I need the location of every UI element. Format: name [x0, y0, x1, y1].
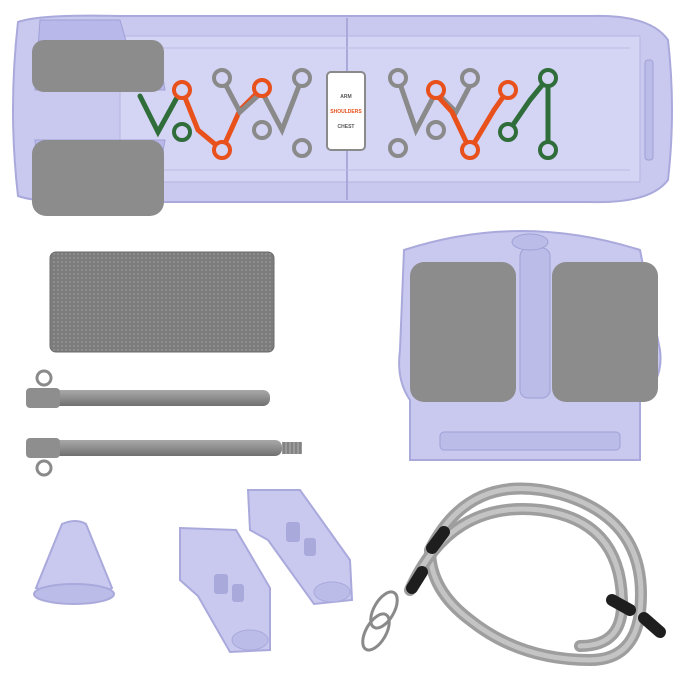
board-inner-panel	[119, 35, 641, 183]
resistance-bands	[404, 482, 666, 667]
push-up-board: ARM SHOULDERS CHEST	[12, 14, 673, 216]
label-arm: ARM	[340, 94, 351, 100]
grip-handle-right	[246, 489, 354, 606]
carabiner-clips	[361, 590, 399, 652]
board-peg-holes	[172, 68, 558, 160]
board-handle-bottom	[32, 139, 166, 216]
board-label-plate: ARM SHOULDERS CHEST	[326, 71, 366, 151]
grip-handle-left	[179, 526, 271, 654]
cone-base	[33, 520, 115, 605]
leg-support-board	[398, 230, 662, 461]
label-chest: CHEST	[338, 124, 355, 130]
non-slip-mat	[49, 251, 275, 353]
label-shoulders: SHOULDERS	[330, 109, 362, 115]
extension-rod-top	[26, 369, 270, 408]
extension-rod-bottom	[26, 438, 302, 477]
board-handle-top	[32, 19, 166, 92]
